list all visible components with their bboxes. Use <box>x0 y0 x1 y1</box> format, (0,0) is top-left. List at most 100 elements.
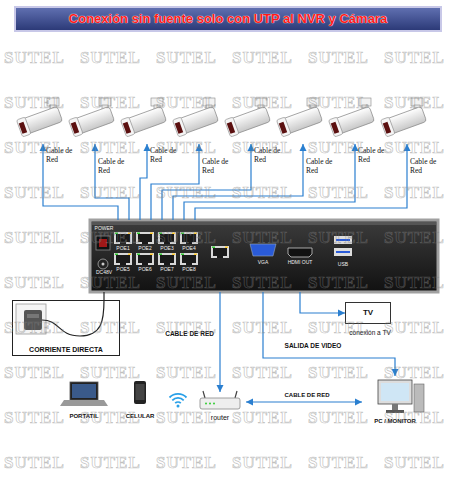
port-label: POE4 <box>178 246 200 252</box>
camera-node: Cable de Red <box>382 96 432 144</box>
watermark: SUTEL <box>384 453 456 473</box>
phone-icon <box>134 381 146 404</box>
power-label: CORRIENTE DIRECTA <box>13 346 119 354</box>
router-icon <box>200 391 240 409</box>
laptop-node: PORTATIL <box>56 380 112 424</box>
cable-connector <box>246 401 362 402</box>
watermark: SUTEL <box>4 453 76 473</box>
cable-connector <box>43 144 118 220</box>
device-label: PORTATIL <box>56 413 112 420</box>
cable-label: Cable de Red <box>306 158 338 175</box>
watermark: SUTEL <box>156 183 228 203</box>
edge-label: CABLE DE RED <box>262 392 352 399</box>
watermark: SUTEL <box>232 183 304 203</box>
watermark: SUTEL <box>80 48 152 68</box>
watermark: SUTEL <box>384 183 456 203</box>
watermark: SUTEL <box>232 453 304 473</box>
cable-connector <box>195 144 407 220</box>
port-label: USB <box>328 262 358 268</box>
port-label: VGA <box>248 260 278 266</box>
port-label: POE2 <box>134 246 156 252</box>
port-label: POE3 <box>156 246 178 252</box>
watermark: SUTEL <box>4 273 76 293</box>
watermark: SUTEL <box>156 363 228 383</box>
camera-node: Cable de Red <box>226 96 276 144</box>
port-label: DC48V <box>92 270 116 276</box>
cable-label: Cable de Red <box>46 147 78 164</box>
power-box: CORRIENTE DIRECTA <box>12 300 120 356</box>
cable-label: Cable de Red <box>254 147 286 164</box>
phone-node: CELULAR <box>118 380 162 424</box>
device-label: router <box>194 414 246 422</box>
watermark: SUTEL <box>308 453 380 473</box>
tv-label: TV <box>346 308 390 317</box>
watermark: SUTEL <box>80 363 152 383</box>
camera-node: Cable de Red <box>174 96 224 144</box>
nvr-body <box>90 220 438 292</box>
cable-connector <box>219 292 220 392</box>
video-label: SALIDA DE VIDEO <box>268 342 358 349</box>
tv-box: TVconexión a TV <box>345 302 391 324</box>
cable-connector <box>140 144 147 220</box>
port-label: POE8 <box>178 267 200 273</box>
camera-node: Cable de Red <box>122 96 172 144</box>
watermark: SUTEL <box>308 408 380 428</box>
power-adapter <box>16 300 104 336</box>
laptop-icon <box>60 382 108 406</box>
watermark: SUTEL <box>156 48 228 68</box>
cable-label: Cable de Red <box>150 147 182 164</box>
camera-symbols <box>16 98 427 137</box>
watermark: SUTEL <box>80 453 152 473</box>
watermark: SUTEL <box>4 93 76 113</box>
watermark: SUTEL <box>4 228 76 248</box>
cable-label: Cable de Red <box>98 158 130 175</box>
device-label: CELULAR <box>118 413 162 420</box>
port-label: POE6 <box>134 267 156 273</box>
cable-label: Cable de Red <box>410 158 442 175</box>
watermark: SUTEL <box>4 363 76 383</box>
camera-node: Cable de Red <box>330 96 380 144</box>
camera-node: Cable de Red <box>70 96 120 144</box>
tv-caption: conexión a TV <box>340 329 400 336</box>
port-label: POE1 <box>112 246 134 252</box>
pc-node: PC / MONITOR <box>362 376 428 428</box>
watermark: SUTEL <box>384 48 456 68</box>
watermark: SUTEL <box>80 183 152 203</box>
watermark: SUTEL <box>232 93 304 113</box>
camera-node: Cable de Red <box>278 96 328 144</box>
watermark: SUTEL <box>232 363 304 383</box>
edge-label: CABLE DE RED <box>150 330 214 337</box>
watermark: SUTEL <box>80 93 152 113</box>
watermark: SUTEL <box>80 138 152 158</box>
cable-label: Cable de Red <box>202 158 234 175</box>
watermark: SUTEL <box>156 453 228 473</box>
camera-node: Cable de Red <box>18 96 68 144</box>
watermark: SUTEL <box>308 183 380 203</box>
port-label: POE5 <box>112 267 134 273</box>
port-label: POE7 <box>156 267 178 273</box>
cable-connector <box>95 144 129 220</box>
watermark: SUTEL <box>384 318 456 338</box>
watermark: SUTEL <box>384 138 456 158</box>
watermark: SUTEL <box>4 48 76 68</box>
title-banner: Conexión sin fuente solo con UTP al NVR … <box>14 6 442 32</box>
wifi-symbol <box>170 394 187 408</box>
watermark: SUTEL <box>156 93 228 113</box>
cable-label: Cable de Red <box>358 147 390 164</box>
port-label: HDMI OUT <box>280 260 320 266</box>
watermark: SUTEL <box>4 183 76 203</box>
cable-connector <box>300 292 345 313</box>
cable-connector <box>151 144 199 220</box>
watermark: SUTEL <box>232 48 304 68</box>
watermark: SUTEL <box>308 48 380 68</box>
router-node: router <box>194 392 246 426</box>
nvr-node: POWER DC48V POE1POE2POE3POE4POE5POE6POE7PO… <box>90 220 438 292</box>
watermark: SUTEL <box>232 318 304 338</box>
port-label: POWER <box>92 226 116 232</box>
pc-monitor-icon <box>378 380 424 413</box>
cable-connector <box>103 292 104 300</box>
device-label: PC / MONITOR <box>362 418 428 425</box>
